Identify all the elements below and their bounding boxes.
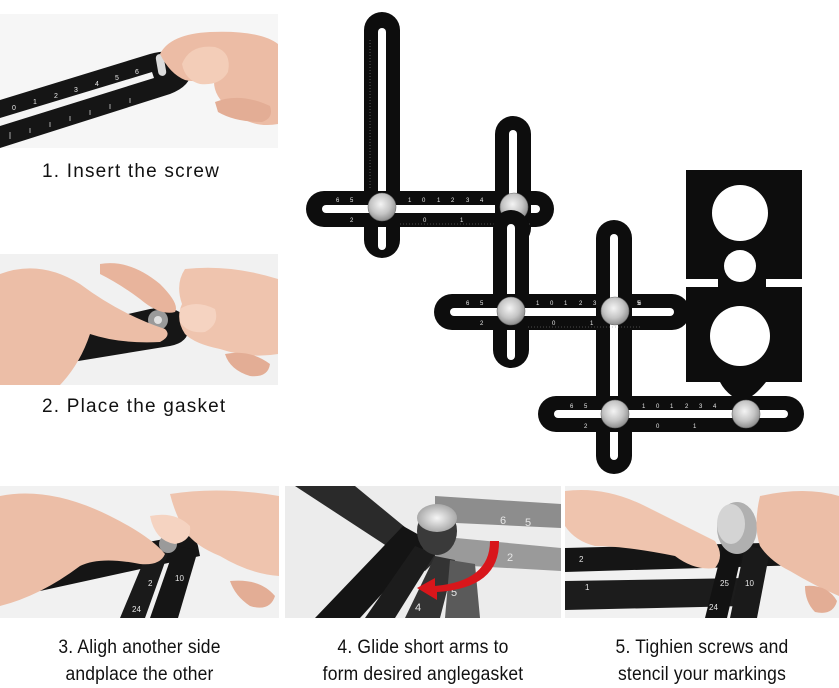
svg-text:4: 4: [713, 404, 717, 410]
svg-text:2: 2: [685, 404, 689, 410]
svg-text:3: 3: [74, 87, 78, 94]
svg-text:1: 1: [33, 99, 37, 106]
svg-text:3: 3: [593, 301, 597, 307]
tighten-screws-illustration: 24 25 10 1 2: [565, 486, 839, 618]
ruler-insert-screw-illustration: 0 1 2 3 4 5 6: [0, 14, 278, 148]
svg-text:1: 1: [564, 301, 568, 307]
knob: [496, 296, 526, 326]
step-3-photo: 24 2 10: [0, 486, 279, 618]
step-4-photo: 6 5 2 5 4: [285, 486, 561, 618]
svg-text:4: 4: [95, 81, 99, 88]
step-3-caption-line2: andplace the other: [65, 664, 214, 685]
svg-text:1: 1: [670, 404, 674, 410]
svg-text:2: 2: [579, 555, 584, 564]
knob: [367, 192, 397, 222]
svg-text:10: 10: [175, 574, 184, 583]
scale-0: 0: [12, 105, 16, 112]
svg-text:1: 1: [408, 198, 412, 204]
svg-text:2: 2: [579, 301, 583, 307]
svg-text:5: 5: [525, 517, 531, 529]
place-gasket-illustration: [0, 254, 278, 385]
step-3-caption: 3. Aligh another side andplace the other: [11, 634, 268, 688]
svg-text:0: 0: [656, 404, 660, 410]
svg-text:0: 0: [423, 218, 427, 224]
svg-text:2: 2: [584, 424, 588, 430]
svg-text:3: 3: [466, 198, 470, 204]
svg-text:1: 1: [585, 583, 590, 592]
align-side-illustration: 24 2 10: [0, 486, 279, 618]
angle-ruler-tool-illustration: 6 5 1 0 1 2 3 4 2 0 1: [300, 0, 839, 480]
hole-gauge-plate: [686, 170, 802, 429]
svg-text:1: 1: [536, 301, 540, 307]
svg-text:0: 0: [550, 301, 554, 307]
svg-text:1: 1: [693, 424, 697, 430]
svg-text:1: 1: [590, 321, 594, 327]
step-4-caption: 4. Glide short arms to form desired angl…: [296, 634, 550, 688]
svg-text:1: 1: [437, 198, 441, 204]
svg-text:2: 2: [54, 93, 58, 100]
svg-text:0: 0: [656, 424, 660, 430]
svg-text:4: 4: [415, 602, 421, 614]
step-2-caption: 2. Place the gasket: [42, 396, 227, 417]
step-3-caption-line1: 3. Aligh another side: [58, 637, 221, 658]
step-4-caption-line1: 4. Glide short arms to: [337, 637, 509, 658]
svg-text:5: 5: [480, 301, 484, 307]
step-5-caption-line2: stencil your markings: [617, 664, 787, 685]
svg-text:2: 2: [350, 218, 354, 224]
step-5-caption-line1: 5. Tighien screws and: [615, 637, 789, 658]
svg-text:2: 2: [507, 552, 513, 564]
step-1-caption: 1. Insert the screw: [42, 161, 221, 182]
svg-text:2: 2: [148, 579, 153, 588]
svg-text:6: 6: [135, 69, 139, 76]
svg-text:5: 5: [451, 587, 457, 599]
glide-arms-illustration: 6 5 2 5 4: [285, 486, 561, 618]
svg-text:25: 25: [720, 579, 729, 588]
step-5-caption: 5. Tighien screws and stencil your marki…: [576, 634, 828, 688]
svg-text:6: 6: [638, 301, 642, 307]
svg-text:24: 24: [132, 605, 141, 614]
svg-text:5: 5: [115, 75, 119, 82]
svg-text:1: 1: [642, 404, 646, 410]
knob: [731, 399, 761, 429]
svg-text:3: 3: [699, 404, 703, 410]
step-2-photo: [0, 254, 278, 385]
svg-text:6: 6: [500, 515, 506, 527]
svg-text:5: 5: [350, 198, 354, 204]
svg-text:2: 2: [451, 198, 455, 204]
step-4-caption-line2: form desired anglegasket: [322, 664, 524, 685]
step-5-photo: 24 25 10 1 2: [565, 486, 839, 618]
product-image: 6 5 1 0 1 2 3 4 2 0 1: [300, 0, 839, 480]
svg-text:6: 6: [570, 404, 574, 410]
ruler-set-3: 6 5 1 0 1 2 3 4 2 0 1: [538, 396, 804, 432]
svg-text:0: 0: [422, 198, 426, 204]
svg-text:0: 0: [552, 321, 556, 327]
rotate-arrow-icon: [417, 541, 500, 600]
svg-text:1: 1: [460, 218, 464, 224]
svg-text:10: 10: [745, 579, 754, 588]
svg-text:6: 6: [336, 198, 340, 204]
svg-text:2: 2: [480, 321, 484, 327]
step-1-photo: 0 1 2 3 4 5 6: [0, 14, 278, 148]
svg-text:4: 4: [480, 198, 484, 204]
knob: [600, 296, 630, 326]
knob: [600, 399, 630, 429]
svg-text:6: 6: [466, 301, 470, 307]
svg-text:5: 5: [584, 404, 588, 410]
svg-text:24: 24: [709, 603, 718, 612]
svg-text:5: 5: [637, 301, 641, 307]
